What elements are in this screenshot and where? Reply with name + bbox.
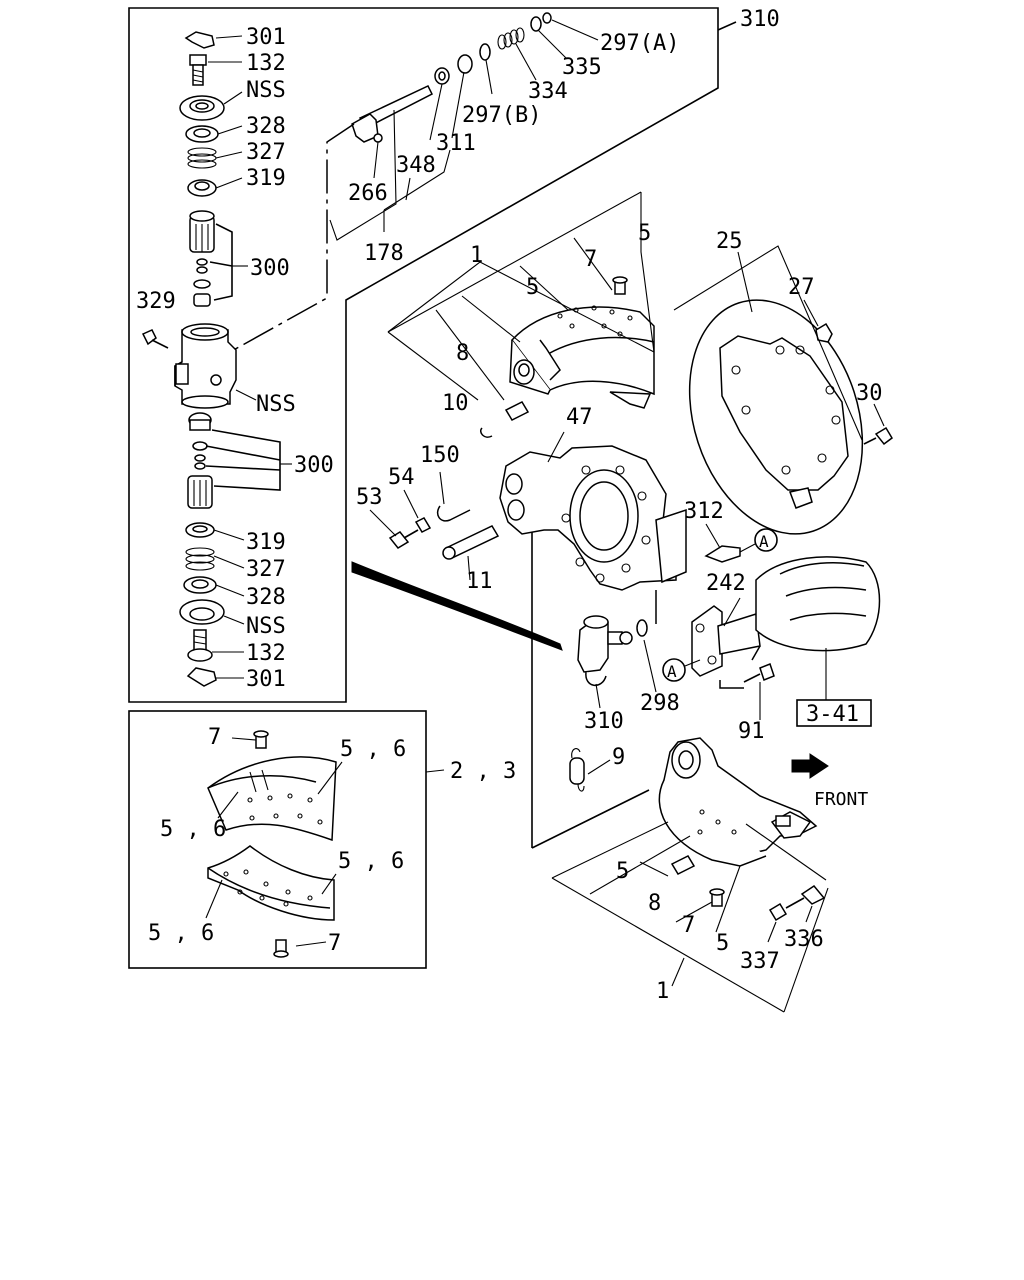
label-56-inset-4: 5 , 6 xyxy=(148,921,214,946)
label-310-bottom: 310 xyxy=(584,709,624,734)
label-310-top: 310 xyxy=(740,7,780,32)
left-leaders xyxy=(208,35,292,679)
label-329: 329 xyxy=(136,289,176,314)
label-27: 27 xyxy=(788,275,815,300)
label-47: 47 xyxy=(566,405,593,430)
label-ref-3-41: 3-41 xyxy=(806,702,859,727)
label-311: 311 xyxy=(436,131,476,156)
slack-adjuster xyxy=(351,561,657,792)
label-ref-a-2: A xyxy=(667,662,677,681)
label-300-top: 300 xyxy=(250,256,290,281)
label-300-bottom: 300 xyxy=(294,453,334,478)
label-319-bottom: 319 xyxy=(246,530,286,555)
label-312: 312 xyxy=(684,499,724,524)
label-301-top: 301 xyxy=(246,25,286,50)
label-10: 10 xyxy=(442,391,469,416)
label-56-inset-2: 5 , 6 xyxy=(160,817,226,842)
label-nss-3: NSS xyxy=(246,614,286,639)
label-7-lower: 7 xyxy=(682,913,695,938)
label-297b: 297(B) xyxy=(462,103,541,128)
label-9: 9 xyxy=(612,745,625,770)
label-1-lower: 1 xyxy=(656,979,669,1004)
label-5-upper-right: 5 xyxy=(638,221,651,246)
lower-brake-shoe xyxy=(551,737,829,1013)
label-25: 25 xyxy=(716,229,743,254)
brake-chamber xyxy=(662,556,881,727)
label-8-upper: 8 xyxy=(456,341,469,366)
label-319-top: 319 xyxy=(246,166,286,191)
label-91: 91 xyxy=(738,719,765,744)
label-front: FRONT xyxy=(814,789,868,810)
label-266: 266 xyxy=(348,181,388,206)
upper-brake-shoe xyxy=(387,191,655,438)
dust-shield xyxy=(673,245,893,535)
left-exploded-column xyxy=(141,31,281,687)
label-1-upper: 1 xyxy=(470,243,483,268)
label-8-lower: 8 xyxy=(648,891,661,916)
label-7-inset-top: 7 xyxy=(208,725,221,750)
label-335: 335 xyxy=(562,55,602,80)
label-53: 53 xyxy=(356,485,383,510)
label-23-inset: 2 , 3 xyxy=(450,759,516,784)
label-178: 178 xyxy=(364,241,404,266)
label-301-bottom: 301 xyxy=(246,667,286,692)
label-328-top: 328 xyxy=(246,114,286,139)
brake-spider xyxy=(369,431,778,591)
label-7-inset-bottom: 7 xyxy=(328,931,341,956)
label-334: 334 xyxy=(528,79,568,104)
label-56-inset-3: 5 , 6 xyxy=(338,849,404,874)
label-337: 337 xyxy=(740,949,780,974)
label-56-inset-1: 5 , 6 xyxy=(340,737,406,762)
label-5-upper: 5 xyxy=(526,275,539,300)
label-132-top: 132 xyxy=(246,51,286,76)
label-150: 150 xyxy=(420,443,460,468)
label-54: 54 xyxy=(388,465,415,490)
front-arrow xyxy=(791,753,829,779)
inset-lining-parts xyxy=(205,730,445,958)
label-336: 336 xyxy=(784,927,824,952)
label-ref-a-1: A xyxy=(759,532,769,551)
label-327-top: 327 xyxy=(246,140,286,165)
label-30: 30 xyxy=(856,381,883,406)
label-nss-1: NSS xyxy=(246,78,286,103)
label-348: 348 xyxy=(396,153,436,178)
label-5-lower-left: 5 xyxy=(616,859,629,884)
label-nss-2: NSS xyxy=(256,392,296,417)
label-298: 298 xyxy=(640,691,680,716)
label-132-bottom: 132 xyxy=(246,641,286,666)
callout-labels: 301 132 NSS 328 327 319 300 329 NSS 300 … xyxy=(136,7,883,1004)
label-11: 11 xyxy=(466,569,493,594)
label-7-upper: 7 xyxy=(584,247,597,272)
label-328-bottom: 328 xyxy=(246,585,286,610)
rod-assembly xyxy=(229,12,599,353)
label-5-lower: 5 xyxy=(716,931,729,956)
label-297a: 297(A) xyxy=(600,31,679,56)
label-327-bottom: 327 xyxy=(246,557,286,582)
frame-lines xyxy=(128,7,737,969)
label-242: 242 xyxy=(706,571,746,596)
